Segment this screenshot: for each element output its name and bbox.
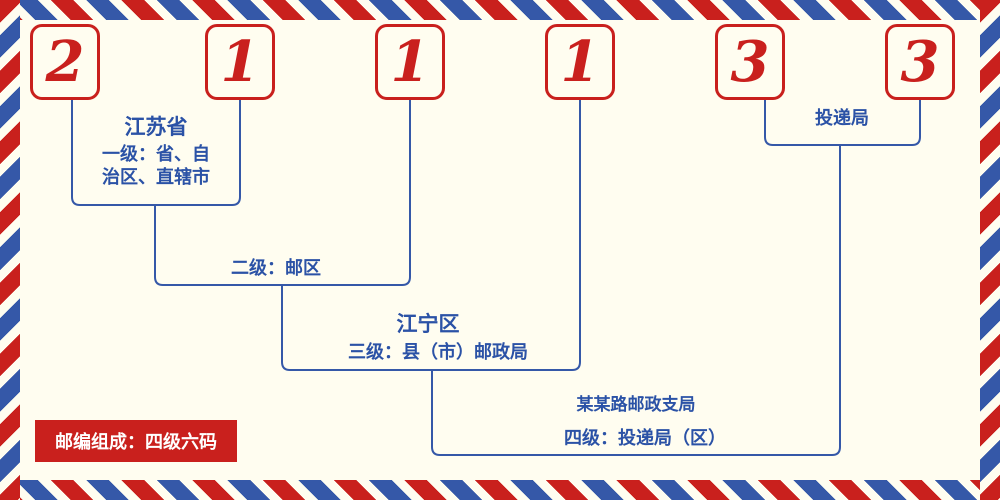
- digit: 3: [900, 29, 940, 95]
- province-level-label: 一级：省、自 治区、直辖市: [102, 143, 210, 190]
- district-level-label: 二级：邮区: [231, 258, 321, 279]
- county-level-label: 三级：县（市）邮政局: [348, 342, 528, 363]
- digit: 2: [45, 29, 85, 95]
- digit-box: 1: [375, 24, 445, 100]
- airmail-border-right: [980, 0, 1000, 500]
- composition-badge: 邮编组成：四级六码: [35, 420, 237, 462]
- digit-box: 3: [715, 24, 785, 100]
- airmail-border-top: [0, 0, 1000, 20]
- digit-box: 1: [205, 24, 275, 100]
- digit: 1: [560, 29, 600, 95]
- branch-name-label: 某某路邮政支局: [576, 395, 696, 415]
- digit: 3: [730, 29, 770, 95]
- delivery-level-label: 四级：投递局（区）: [564, 428, 726, 449]
- airmail-border-bottom: [0, 480, 1000, 500]
- digit-box: 3: [885, 24, 955, 100]
- county-name-label: 江宁区: [396, 312, 460, 336]
- delivery-office-label: 投递局: [815, 108, 869, 129]
- digit-box: 1: [545, 24, 615, 100]
- digit-box: 2: [30, 24, 100, 100]
- digit: 1: [220, 29, 260, 95]
- connector-level4: [431, 146, 841, 456]
- province-level-line1: 一级：省、自: [102, 144, 210, 165]
- province-level-line2: 治区、直辖市: [102, 167, 210, 189]
- digit: 1: [390, 29, 430, 95]
- bracket-delivery: [764, 100, 921, 146]
- airmail-border-left: [0, 0, 20, 500]
- province-name-label: 江苏省: [124, 115, 188, 139]
